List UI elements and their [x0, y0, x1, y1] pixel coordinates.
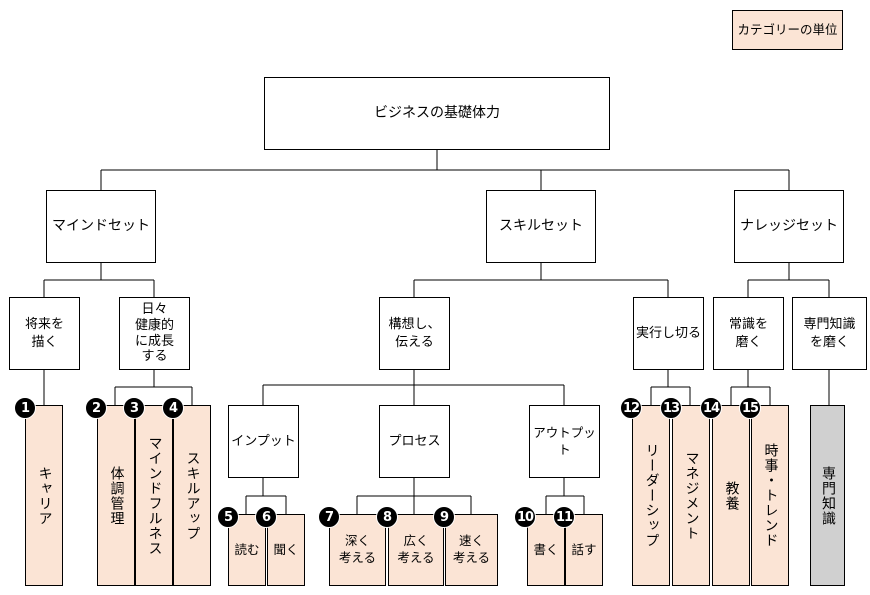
- badge-13: 13: [660, 397, 682, 419]
- node-future: 将来を 描く: [9, 297, 80, 370]
- badge-3: 3: [123, 397, 145, 419]
- badge-2: 2: [85, 397, 107, 419]
- badge-7: 7: [318, 506, 340, 528]
- badge-14: 14: [700, 397, 722, 419]
- badge-11: 11: [553, 506, 575, 528]
- badge-12: 12: [620, 397, 642, 419]
- category-mindfulness: マインドフルネス: [135, 405, 173, 586]
- badge-15: 15: [739, 397, 761, 419]
- category-think-deep: 深く 考える: [329, 514, 386, 586]
- node-process: プロセス: [379, 405, 450, 478]
- node-mindset: マインドセット: [46, 190, 156, 263]
- category-leadership: リーダーシップ: [632, 405, 670, 586]
- badge-9: 9: [433, 506, 455, 528]
- category-think-wide: 広く 考える: [388, 514, 444, 586]
- category-listen: 聞く: [267, 514, 305, 586]
- node-health: 日々 健康的 に成長 する: [119, 297, 190, 370]
- badge-5: 5: [217, 506, 239, 528]
- category-health-management: 体調管理: [97, 405, 135, 586]
- category-think-fast: 速く 考える: [445, 514, 498, 586]
- node-think: 構想し、 伝える: [379, 297, 450, 370]
- category-management: マネジメント: [672, 405, 710, 586]
- category-career: キャリア: [25, 405, 63, 586]
- badge-4: 4: [162, 397, 184, 419]
- node-common: 常識を 磨く: [713, 297, 784, 370]
- node-skillset: スキルセット: [486, 190, 596, 263]
- category-liberal-arts: 教養: [712, 405, 750, 586]
- node-execute: 実行し切る: [633, 297, 704, 370]
- category-read: 読む: [228, 514, 266, 586]
- node-expert: 専門知識 を磨く: [792, 297, 867, 370]
- category-skill-up: スキルアップ: [173, 405, 211, 586]
- badge-6: 6: [255, 506, 277, 528]
- legend-category-unit: カテゴリーの単位: [732, 10, 843, 50]
- badge-10: 10: [514, 506, 536, 528]
- node-knowledgeset: ナレッジセット: [734, 190, 844, 263]
- category-speak: 話す: [565, 514, 603, 586]
- node-input: インプット: [228, 405, 299, 478]
- category-current-trends: 時事・トレンド: [751, 405, 789, 586]
- badge-1: 1: [14, 397, 36, 419]
- node-output: アウトプット: [529, 405, 600, 478]
- root-node: ビジネスの基礎体力: [264, 77, 610, 150]
- badge-8: 8: [376, 506, 398, 528]
- category-expert-knowledge: 専門知識: [810, 405, 845, 586]
